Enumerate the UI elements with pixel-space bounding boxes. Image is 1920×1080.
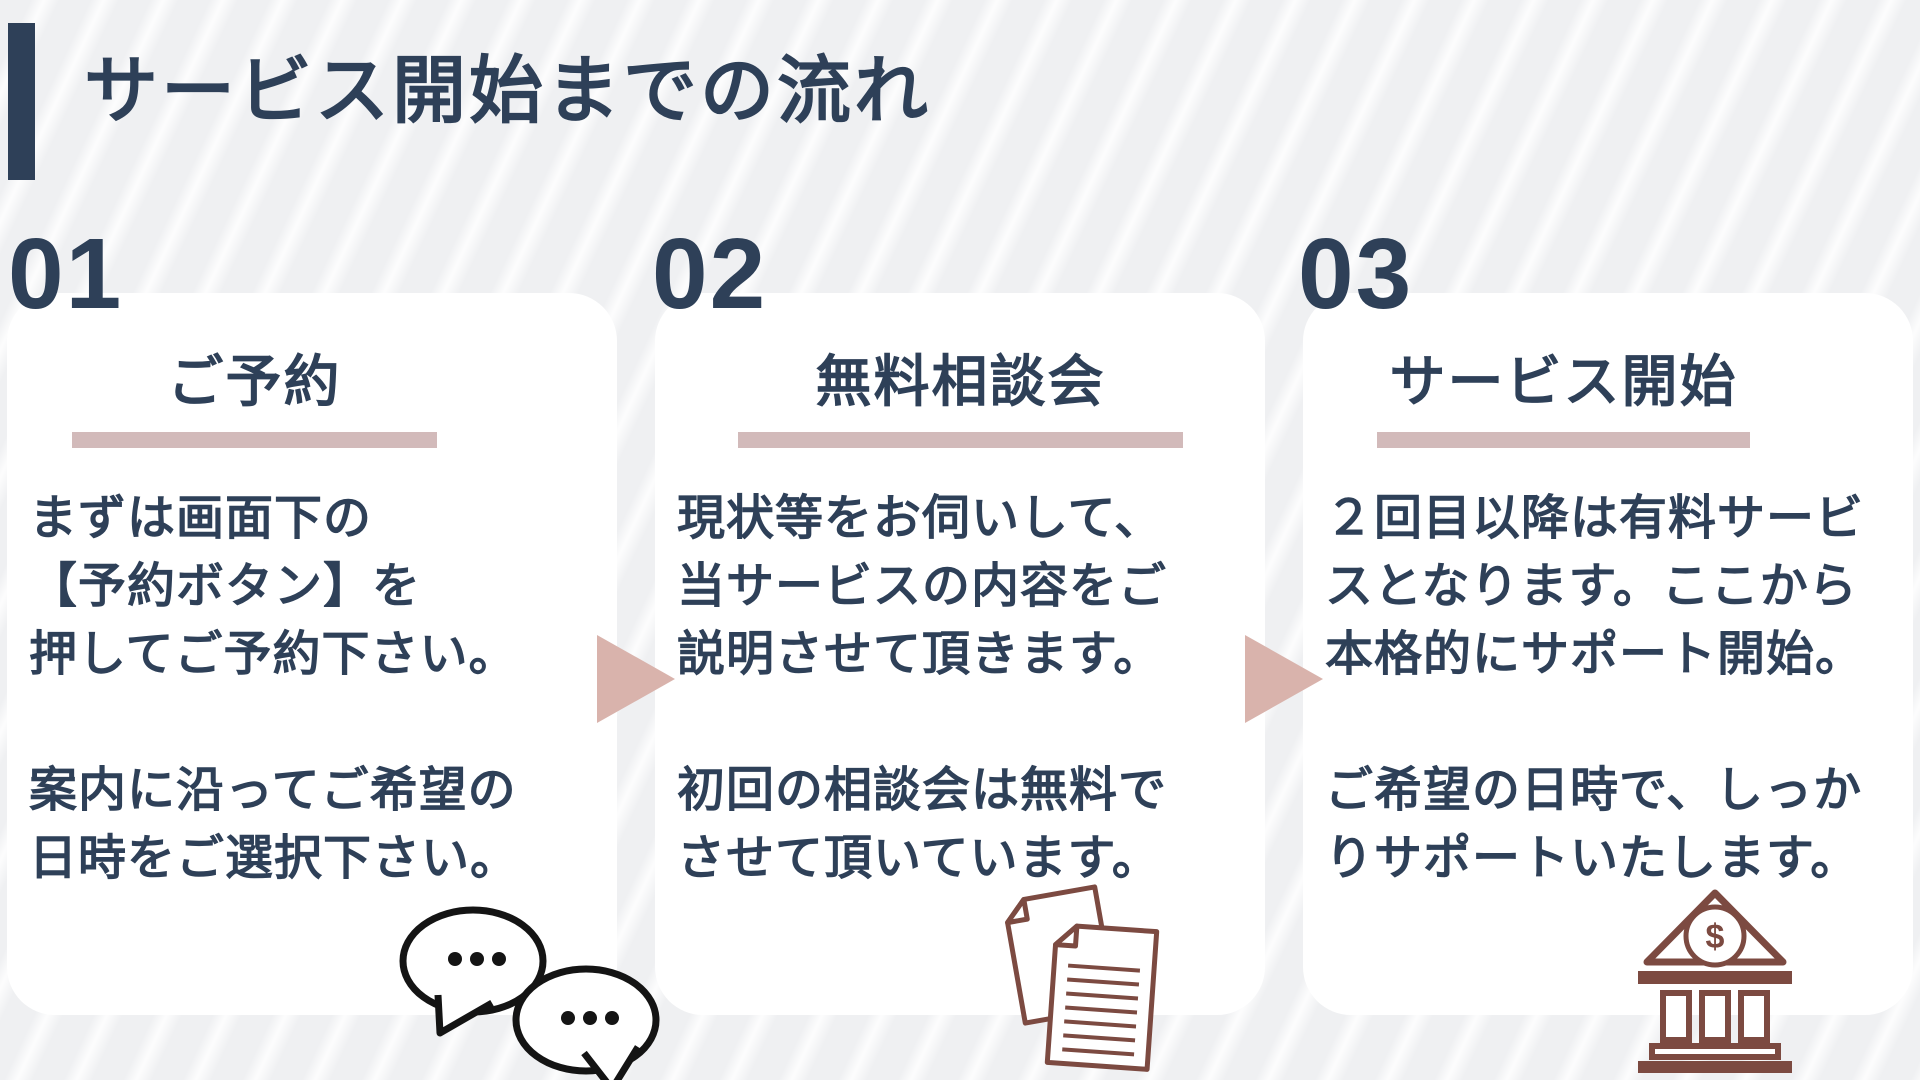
step-card-consultation: 無料相談会 現状等をお伺いして、 当サービスの内容をご 説明させて頂きます。 初… <box>655 293 1265 1015</box>
step-card-reservation: ご予約 まずは画面下の 【予約ボタン】を 押してご予約下さい。 案内に沿ってご希… <box>7 293 617 1015</box>
step1-paragraph-2: 案内に沿ってご希望の 日時をご選択下さい。 <box>29 764 520 885</box>
step1-body: まずは画面下の 【予約ボタン】を 押してご予約下さい。 案内に沿ってご希望の 日… <box>29 485 609 893</box>
svg-text:$: $ <box>1706 918 1725 956</box>
step2-title: 無料相談会 <box>815 350 1106 413</box>
step3-title-block: サービス開始 <box>1377 350 1750 448</box>
step-number-1: 01 <box>8 218 124 330</box>
title-accent-bar <box>8 23 35 180</box>
step2-paragraph-1: 現状等をお伺いして、 当サービスの内容をご 説明させて頂きます。 <box>677 492 1168 681</box>
step3-paragraph-1: ２回目以降は有料サービ スとなります。ここから 本格的にサポート開始。 <box>1325 492 1865 681</box>
speech-bubbles-icon <box>399 906 660 1080</box>
step2-title-underline <box>738 432 1183 448</box>
step-card-service-start: サービス開始 ２回目以降は有料サービ スとなります。ここから 本格的にサポート開… <box>1303 293 1913 1015</box>
step-number-3: 03 <box>1298 218 1414 330</box>
step1-title-underline <box>72 432 437 448</box>
step2-paragraph-2: 初回の相談会は無料で させて頂いています。 <box>677 764 1168 885</box>
step3-paragraph-2: ご希望の日時で、しっか りサポートいたします。 <box>1325 764 1863 885</box>
arrow-right-icon <box>1245 635 1323 723</box>
step2-body: 現状等をお伺いして、 当サービスの内容をご 説明させて頂きます。 初回の相談会は… <box>677 485 1257 893</box>
step1-title-block: ご予約 <box>72 350 437 448</box>
step-number-2: 02 <box>652 218 768 330</box>
bank-icon: $ <box>1638 889 1792 1073</box>
documents-icon <box>1005 884 1160 1072</box>
step2-title-block: 無料相談会 <box>738 350 1183 448</box>
step1-paragraph-1: まずは画面下の 【予約ボタン】を 押してご予約下さい。 <box>29 492 518 681</box>
arrow-right-icon <box>597 635 675 723</box>
step3-title-underline <box>1377 432 1750 448</box>
step1-title: ご予約 <box>167 350 342 413</box>
page-title: サービス開始までの流れ <box>84 49 931 132</box>
step3-body: ２回目以降は有料サービ スとなります。ここから 本格的にサポート開始。 ご希望の… <box>1325 485 1905 893</box>
step3-title: サービス開始 <box>1389 350 1738 413</box>
